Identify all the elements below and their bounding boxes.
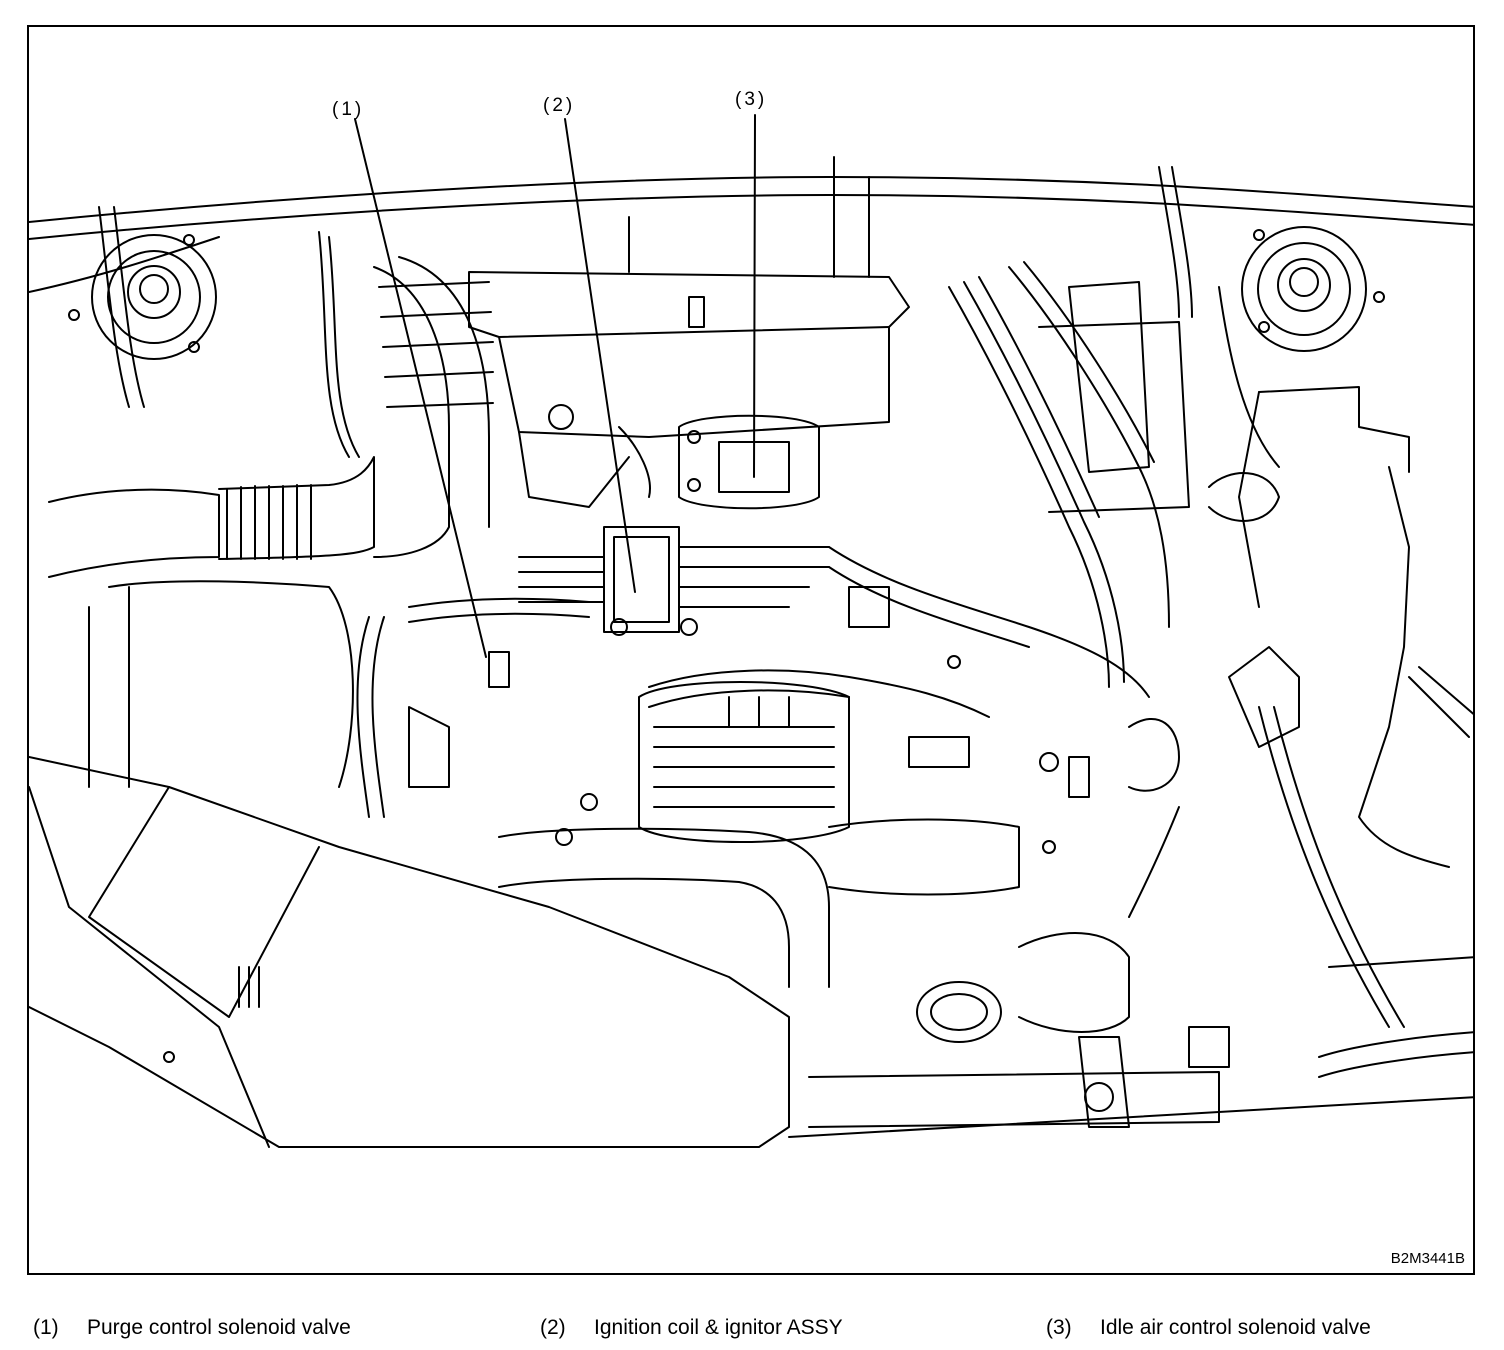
leader-line-1 xyxy=(354,118,487,658)
legend-number-1: (1) xyxy=(33,1316,59,1339)
callout-number-3: (3) xyxy=(735,89,768,110)
leader-line-2 xyxy=(564,118,636,593)
legend-number-3: (3) xyxy=(1046,1316,1072,1339)
callout-number-1: (1) xyxy=(332,99,365,120)
alternator xyxy=(638,681,850,843)
legend-item-1: (1) Purge control solenoid valve xyxy=(33,1316,351,1340)
hood-edge xyxy=(29,176,1473,293)
right-side-components xyxy=(1038,281,1473,1078)
intake-plenum xyxy=(468,156,910,508)
misc-brackets xyxy=(408,472,1280,918)
engine-compartment-drawing xyxy=(29,114,1473,1148)
front-cross-member xyxy=(788,1026,1473,1138)
left-air-duct xyxy=(29,580,790,1148)
legend-item-3: (3) Idle air control solenoid valve xyxy=(1046,1316,1371,1340)
callout-number-2: (2) xyxy=(543,95,576,116)
legend-label-2: Ignition coil & ignitor ASSY xyxy=(594,1316,843,1339)
hoses-and-cords xyxy=(318,166,1193,818)
intake-duct xyxy=(48,256,494,578)
throttle-body xyxy=(618,414,820,510)
strut-tower-left xyxy=(68,206,217,408)
legend-label-3: Idle air control solenoid valve xyxy=(1100,1316,1371,1339)
figure-code: B2M3441B xyxy=(1390,1250,1465,1267)
radiator-hose xyxy=(498,818,1020,988)
strut-tower-right xyxy=(1218,226,1385,468)
legend-label-1: Purge control solenoid valve xyxy=(87,1316,351,1339)
legend-item-2: (2) Ignition coil & ignitor ASSY xyxy=(540,1316,843,1340)
diagram-frame: (1) (2) (3) B2M3441B xyxy=(27,25,1475,1275)
leader-line-3 xyxy=(753,114,756,478)
leader-lines xyxy=(354,114,756,658)
ignition-coil-assy xyxy=(518,526,830,636)
legend-number-2: (2) xyxy=(540,1316,566,1339)
coolant-filler xyxy=(916,932,1130,1043)
